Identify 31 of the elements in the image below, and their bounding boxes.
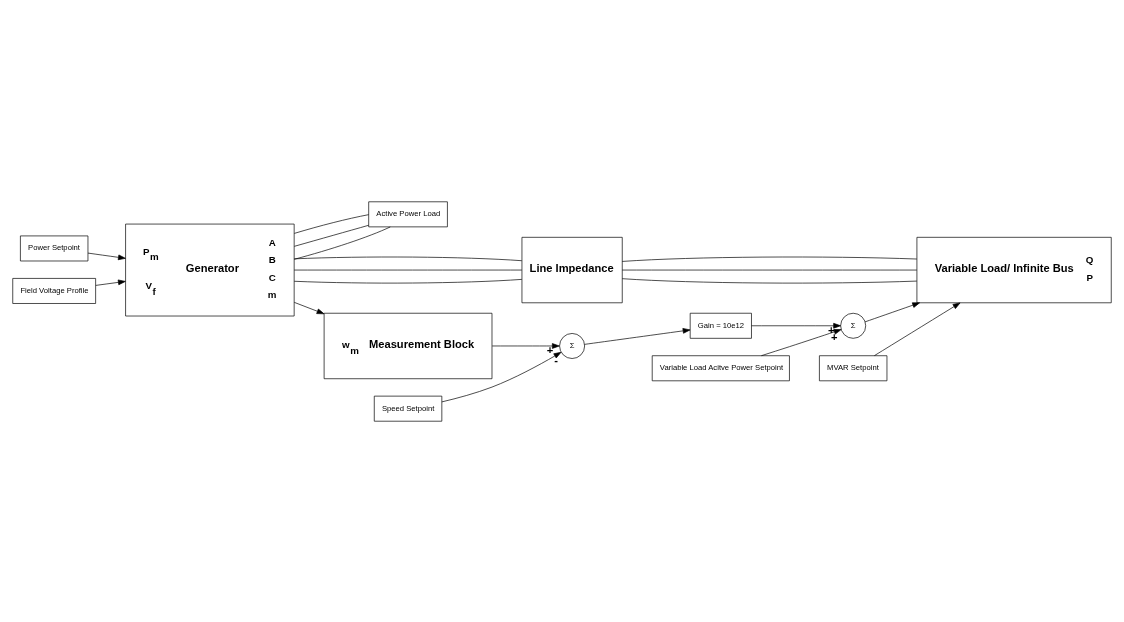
arrow (491, 342, 560, 349)
node-box: Line Impedance (521, 236, 623, 303)
node-box: Field Voltage Profile (12, 277, 96, 304)
node-box: MVAR Setpoint (819, 354, 888, 381)
node-box: Variable Load/ Infinite Bus Q P (916, 236, 1112, 303)
arrow (441, 351, 562, 402)
node-box: Variable Load Acitve Power Setpoint (651, 354, 790, 381)
connector (293, 256, 523, 261)
connector (293, 278, 523, 283)
edge-label: - (554, 353, 558, 366)
node-circle: Σ (840, 312, 867, 339)
connector (293, 226, 391, 260)
arrow (864, 301, 920, 322)
connector (293, 224, 369, 247)
connector (621, 269, 918, 270)
edge-label: + (546, 343, 554, 356)
node-box: Power Setpoint (20, 235, 89, 261)
arrow (584, 327, 691, 345)
connector (293, 213, 369, 234)
arrow (874, 302, 961, 356)
node-box: Gain = 10e12 (689, 312, 752, 339)
connector (621, 277, 918, 283)
connector (621, 256, 918, 262)
arrow (95, 279, 126, 286)
arrow (751, 322, 841, 329)
arrow (761, 328, 842, 356)
arrow (293, 301, 325, 314)
arrow (87, 252, 126, 260)
node-box: Active Power Load (368, 200, 448, 227)
node-box: Speed Setpoint (373, 395, 443, 422)
node-circle: Σ (559, 332, 585, 359)
